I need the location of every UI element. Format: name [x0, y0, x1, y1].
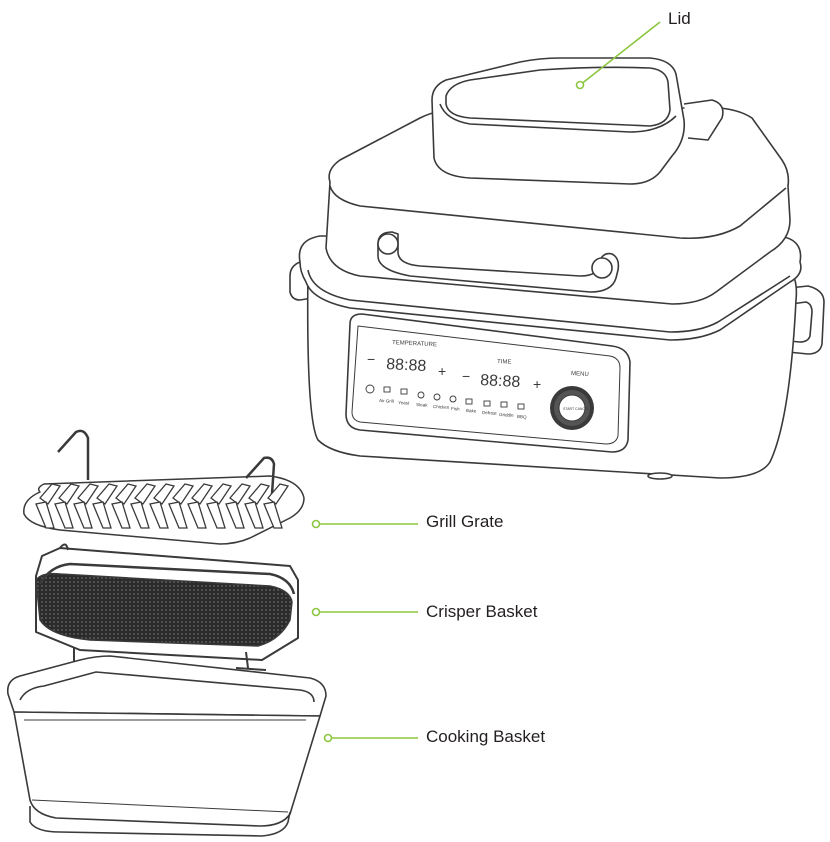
lid-hinge: [683, 99, 724, 141]
appliance-body: [289, 57, 825, 480]
grill-bar-front: [149, 501, 169, 529]
time-plus: +: [533, 376, 541, 392]
cooking-callout-dot: [323, 733, 333, 743]
grill-bar-front: [244, 501, 264, 529]
crisper-basket-label: Crisper Basket: [426, 602, 538, 621]
grill-grate-label: Grill Grate: [426, 512, 504, 531]
callout-lines: [311, 21, 661, 743]
mode-label: BBQ: [517, 414, 527, 420]
mode-label: Fish: [451, 406, 460, 411]
temp-display: 88:88: [386, 356, 427, 375]
lid-callout-line: [579, 21, 661, 86]
mode-label: Defrost: [482, 410, 497, 416]
menu-label: MENU: [571, 371, 589, 378]
power-icon: [365, 384, 375, 394]
carry-handle: [377, 231, 620, 293]
grill-bar-front: [35, 501, 55, 529]
lid-label: Lid: [668, 9, 691, 28]
time-label: TIME: [497, 359, 512, 366]
grill-bar-front: [111, 501, 131, 529]
grill-callout-dot: [311, 519, 321, 529]
grill-bar-front: [225, 501, 245, 529]
mode-icons: [365, 384, 525, 410]
grill-bar-front: [130, 501, 150, 529]
menu-knob: START CANCEL: [550, 386, 594, 430]
grill-bar-front: [92, 501, 112, 529]
knob-label: START CANCEL: [563, 407, 589, 411]
time-minus: −: [462, 368, 470, 384]
mode-label: Bake: [466, 408, 477, 414]
mode-label: Air Grill: [379, 398, 394, 404]
lid-callout-dot: [575, 80, 585, 90]
grill-bar-front: [168, 501, 188, 529]
mode-label: Yeast: [398, 400, 410, 406]
grill-bar-front: [73, 501, 93, 529]
mode-label: Steak: [416, 402, 429, 408]
mode-label: Chicken: [433, 404, 450, 410]
temperature-label: TEMPERATURE: [392, 340, 437, 348]
mode-label: Griddle: [499, 412, 514, 418]
grill-bar-front: [206, 501, 226, 529]
time-display: 88:88: [480, 372, 521, 391]
crisper-callout-dot: [311, 607, 321, 617]
grill-bar-front: [54, 501, 74, 529]
cooking-basket-label: Cooking Basket: [426, 727, 546, 746]
grill-bar-front: [187, 501, 207, 529]
temp-plus: +: [438, 363, 446, 379]
temp-minus: −: [367, 351, 375, 367]
panel-labels: TEMPERATURE TIME MENU − 88:88 + − 88:88 …: [367, 340, 589, 392]
crisper-basket: [35, 543, 299, 671]
cooking-basket: [6, 655, 327, 837]
grill-bars: [35, 483, 290, 529]
grill-bar-front: [263, 501, 283, 529]
